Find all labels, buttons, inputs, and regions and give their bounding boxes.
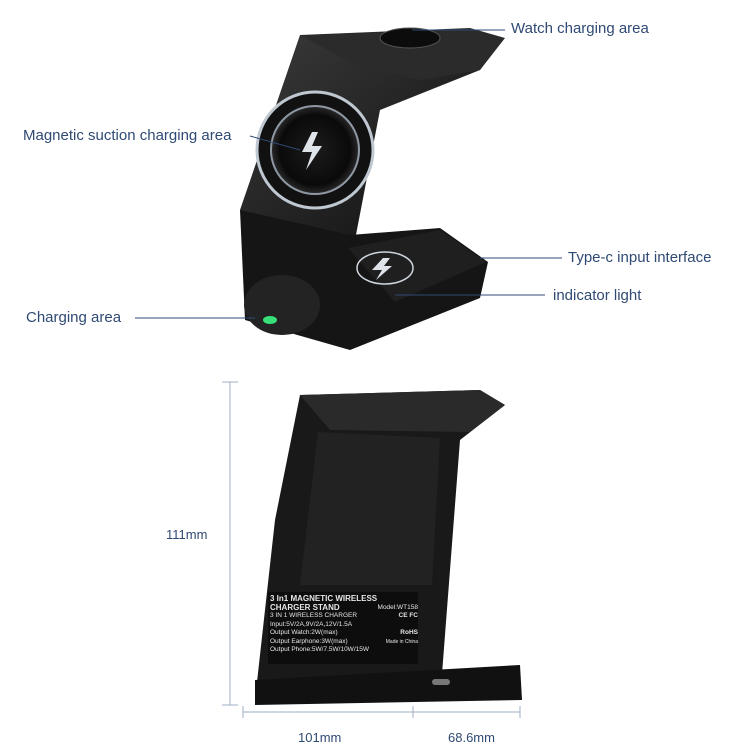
- rear-panel-face: [300, 432, 440, 585]
- callout-typec-input: Type-c input interface: [568, 249, 712, 266]
- dimension-depth: 68.6mm: [448, 730, 495, 745]
- lightning-icon: [302, 132, 322, 170]
- callout-indicator-light: indicator light: [553, 287, 642, 304]
- dimension-width: 101mm: [298, 730, 342, 745]
- charger-front-view: [240, 27, 505, 350]
- label-output-phone: Output Phone:5W/7.5W/10W/15W: [270, 646, 369, 653]
- label-output-watch: Output Watch:2W(max): [270, 629, 338, 636]
- rear-base: [255, 665, 522, 705]
- label-subtitle: 3 IN 1 WIRELESS CHARGER: [270, 612, 358, 619]
- label-input: Input:5V/2A,9V/2A,12V/1.5A: [270, 620, 353, 628]
- led-light: [263, 316, 277, 324]
- label-title-1: 3 In1 MAGNETIC WIRELESS: [270, 594, 378, 603]
- callout-lines: [135, 29, 562, 319]
- earbud-dome: [244, 275, 320, 335]
- watch-charger-puck: [379, 27, 441, 49]
- callout-charging-area: Charging area: [26, 309, 122, 326]
- pad-lightning-icon: [372, 258, 392, 280]
- label-output-earphone: Output Earphone:3W(max): [270, 637, 348, 645]
- label-made-in: Made in China: [385, 638, 418, 645]
- dimension-lines: [222, 381, 521, 718]
- label-rohs: RoHS: [400, 629, 418, 636]
- label-title-2: CHARGER STAND: [270, 602, 340, 612]
- callout-magnetic-charging: Magnetic suction charging area: [23, 127, 232, 144]
- callout-watch-charging: Watch charging area: [511, 20, 649, 37]
- pad-lightning-circle: [356, 251, 414, 285]
- rear-top-arm: [300, 390, 505, 432]
- label-plate: [268, 592, 418, 664]
- product-label: 3 In1 MAGNETIC WIRELESS CHARGER STAND Mo…: [270, 594, 419, 655]
- charger-rear-view: [255, 390, 522, 705]
- dimension-height: 111mm: [166, 527, 208, 542]
- typec-port: [432, 679, 450, 685]
- top-arm: [300, 28, 505, 80]
- label-marks: CE FC: [398, 612, 419, 619]
- label-model: Model:WT158: [377, 603, 418, 611]
